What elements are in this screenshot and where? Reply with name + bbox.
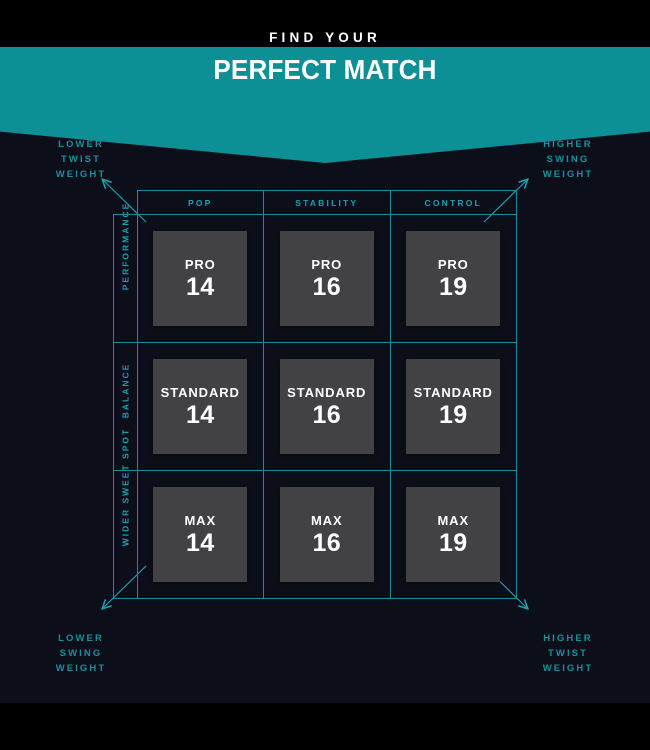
header-banner-text: FIND YOUR PERFECT MATCH — [0, 0, 650, 84]
tile-model: PRO — [311, 256, 343, 272]
matrix-cell[interactable]: MAX 16 — [263, 470, 391, 599]
matrix-cell[interactable]: PRO 19 — [389, 214, 517, 343]
matrix-row-performance: PERFORMANCE PRO 14 PRO 16 PRO — [113, 201, 517, 343]
tile-model: PRO — [184, 256, 216, 272]
tile-model: STANDARD — [287, 384, 367, 400]
tile-number: 19 — [439, 272, 468, 301]
label-line: HIGHER — [543, 139, 593, 150]
matrix-cell[interactable]: STANDARD 14 — [136, 342, 264, 471]
label-line: WEIGHT — [542, 169, 594, 180]
matrix-row-balance: BALANCE STANDARD 14 STANDARD 16 — [113, 342, 517, 471]
tile-number: 16 — [312, 528, 341, 557]
label-line: WEIGHT — [55, 169, 107, 180]
row-header-label: WIDER SWEET SPOT — [120, 427, 131, 546]
label-line: LOWER — [58, 633, 104, 644]
label-higher-twist-weight: HIGHER TWIST WEIGHT — [513, 631, 623, 676]
row-header-balance: BALANCE — [113, 342, 138, 471]
column-header-control: CONTROL — [389, 190, 517, 215]
label-lower-twist-weight: LOWER TWIST WEIGHT — [26, 137, 136, 182]
row-header-label: PERFORMANCE — [120, 201, 131, 290]
tile-number: 14 — [186, 272, 215, 301]
product-tile-max-16[interactable]: MAX 16 — [279, 487, 374, 582]
matrix-table: POP STABILITY CONTROL PERFORMANCE PRO 14… — [113, 190, 517, 599]
tile-model: MAX — [184, 512, 217, 528]
tile-number: 16 — [312, 272, 341, 301]
label-line: LOWER — [58, 139, 104, 150]
tile-model: MAX — [437, 512, 470, 528]
label-higher-swing-weight: HIGHER SWING WEIGHT — [513, 137, 623, 182]
label-line: TWIST — [60, 154, 102, 165]
tile-number: 19 — [439, 400, 468, 429]
label-line: HIGHER — [543, 633, 593, 644]
column-header-stability: STABILITY — [263, 190, 391, 215]
matrix-cell[interactable]: PRO 14 — [136, 214, 264, 343]
tile-number: 14 — [186, 528, 215, 557]
row-header-performance: PERFORMANCE — [113, 201, 138, 343]
product-tile-pro-16[interactable]: PRO 16 — [279, 231, 374, 326]
product-tile-standard-19[interactable]: STANDARD 19 — [406, 359, 501, 454]
matrix-header-row: POP STABILITY CONTROL — [114, 190, 517, 215]
label-line: SWING — [59, 648, 103, 659]
label-line: WEIGHT — [542, 663, 594, 674]
row-header-label: BALANCE — [120, 362, 131, 418]
tile-model: STANDARD — [413, 384, 493, 400]
label-lower-swing-weight: LOWER SWING WEIGHT — [26, 631, 136, 676]
matrix-cell[interactable]: STANDARD 16 — [263, 342, 391, 471]
product-tile-pro-19[interactable]: PRO 19 — [406, 231, 501, 326]
matrix-cell[interactable]: MAX 19 — [389, 470, 517, 599]
banner-headline: PERFECT MATCH — [213, 53, 437, 85]
label-line: WEIGHT — [55, 663, 107, 674]
tile-model: STANDARD — [160, 384, 240, 400]
tile-model: PRO — [437, 256, 469, 272]
matrix-row-wider-sweet-spot: WIDER SWEET SPOT MAX 14 MAX 16 — [113, 427, 517, 599]
banner-eyebrow: FIND YOUR — [269, 30, 381, 45]
product-tile-pro-14[interactable]: PRO 14 — [153, 231, 248, 326]
product-tile-max-19[interactable]: MAX 19 — [406, 487, 501, 582]
column-header-pop: POP — [136, 190, 264, 215]
row-header-wider-sweet-spot: WIDER SWEET SPOT — [113, 427, 138, 599]
tile-model: MAX — [310, 512, 343, 528]
product-tile-standard-16[interactable]: STANDARD 16 — [279, 359, 374, 454]
product-tile-standard-14[interactable]: STANDARD 14 — [153, 359, 248, 454]
tile-number: 16 — [312, 400, 341, 429]
product-tile-max-14[interactable]: MAX 14 — [153, 487, 248, 582]
matrix-cell[interactable]: STANDARD 19 — [389, 342, 517, 471]
matrix-cell[interactable]: PRO 16 — [263, 214, 391, 343]
tile-number: 19 — [439, 528, 468, 557]
product-matrix: POP STABILITY CONTROL PERFORMANCE PRO 14… — [113, 190, 517, 599]
label-line: SWING — [546, 154, 590, 165]
tile-number: 14 — [186, 400, 215, 429]
label-line: TWIST — [547, 648, 589, 659]
matrix-cell[interactable]: MAX 14 — [136, 470, 264, 599]
